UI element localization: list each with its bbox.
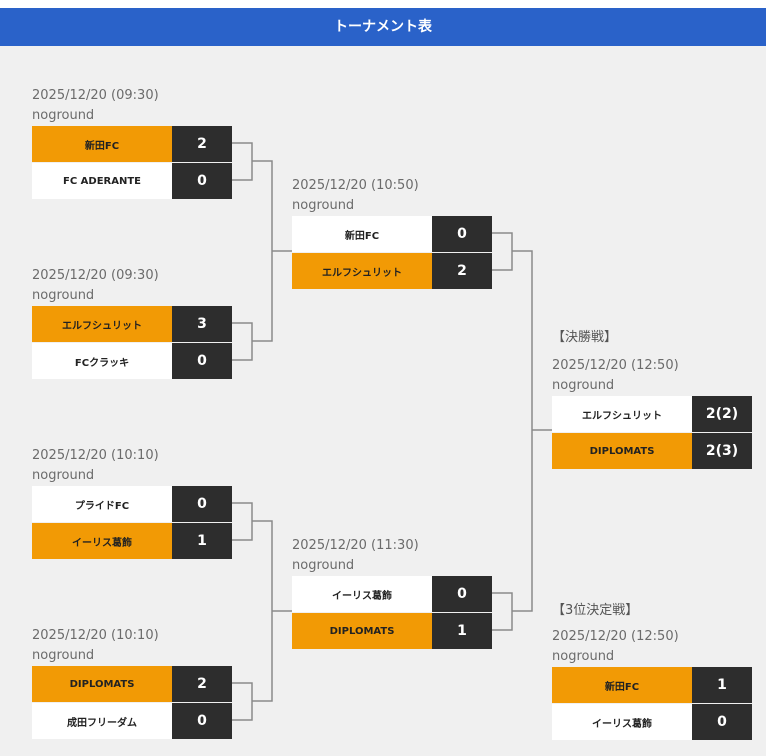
match-r1-2: 2025/12/20 (09:30) noground エルフシュリット 3 F… xyxy=(32,266,232,379)
team-score: 0 xyxy=(432,576,492,612)
match-venue: noground xyxy=(552,378,615,393)
match-venue: noground xyxy=(32,108,95,123)
match-datetime: 2025/12/20 (12:50) xyxy=(552,629,679,644)
team-score: 3 xyxy=(172,306,232,342)
match-final: 【決勝戦】 2025/12/20 (12:50) noground エルフシュリ… xyxy=(552,328,752,469)
match-venue: noground xyxy=(292,558,355,573)
connector-m4 xyxy=(232,682,253,721)
team-score: 1 xyxy=(692,667,752,703)
team-row[interactable]: 新田FC 1 xyxy=(552,667,752,703)
team-row[interactable]: イーリス葛飾 1 xyxy=(32,523,232,559)
top-band xyxy=(0,0,766,8)
team-score: 2 xyxy=(172,666,232,702)
team-score: 2 xyxy=(172,126,232,162)
match-venue: noground xyxy=(32,648,95,663)
team-score: 0 xyxy=(172,703,232,739)
team-row[interactable]: 新田FC 0 xyxy=(292,216,492,252)
match-venue: noground xyxy=(292,198,355,213)
match-datetime: 2025/12/20 (09:30) xyxy=(32,268,159,283)
connector-m3 xyxy=(232,502,253,541)
team-row[interactable]: プライドFC 0 xyxy=(32,486,232,522)
third-place-heading: 【3位決定戦】 xyxy=(552,603,639,618)
team-score: 1 xyxy=(172,523,232,559)
team-name[interactable]: FC ADERANTE xyxy=(32,163,172,199)
team-score: 1 xyxy=(432,613,492,649)
connector-m3-m4 xyxy=(252,520,273,702)
team-row[interactable]: エルフシュリット 2 xyxy=(292,253,492,289)
connector-sf2 xyxy=(492,592,513,631)
match-venue: noground xyxy=(32,468,95,483)
team-name[interactable]: イーリス葛飾 xyxy=(32,523,172,559)
match-r1-4: 2025/12/20 (10:10) noground DIPLOMATS 2 … xyxy=(32,626,232,739)
team-row[interactable]: DIPLOMATS 2 xyxy=(32,666,232,702)
team-name[interactable]: 新田FC xyxy=(32,126,172,162)
connector-m1 xyxy=(232,142,253,181)
team-score: 0 xyxy=(172,486,232,522)
match-r1-3: 2025/12/20 (10:10) noground プライドFC 0 イーリ… xyxy=(32,446,232,559)
match-semifinal-1: 2025/12/20 (10:50) noground 新田FC 0 エルフシュ… xyxy=(292,176,492,289)
match-datetime: 2025/12/20 (10:10) xyxy=(32,628,159,643)
final-heading: 【決勝戦】 xyxy=(552,330,618,345)
team-name[interactable]: FCクラッキ xyxy=(32,343,172,379)
team-row[interactable]: FC ADERANTE 0 xyxy=(32,163,232,199)
team-score: 0 xyxy=(172,343,232,379)
team-name[interactable]: エルフシュリット xyxy=(292,253,432,289)
team-name[interactable]: プライドFC xyxy=(32,486,172,522)
team-row[interactable]: エルフシュリット 3 xyxy=(32,306,232,342)
match-venue: noground xyxy=(552,649,615,664)
team-score: 0 xyxy=(172,163,232,199)
team-name[interactable]: イーリス葛飾 xyxy=(292,576,432,612)
team-score: 0 xyxy=(432,216,492,252)
team-score: 2(3) xyxy=(692,433,752,469)
connector-sf1-sf2 xyxy=(512,250,533,612)
team-row[interactable]: DIPLOMATS 1 xyxy=(292,613,492,649)
match-datetime: 2025/12/20 (10:50) xyxy=(292,178,419,193)
match-r1-1: 2025/12/20 (09:30) noground 新田FC 2 FC AD… xyxy=(32,86,232,199)
team-name[interactable]: DIPLOMATS xyxy=(32,666,172,702)
match-third-place: 【3位決定戦】 2025/12/20 (12:50) noground 新田FC… xyxy=(552,601,752,740)
team-score: 2(2) xyxy=(692,396,752,432)
team-row[interactable]: DIPLOMATS 2(3) xyxy=(552,433,752,469)
connector-m2 xyxy=(232,322,253,361)
page-title: トーナメント表 xyxy=(0,8,766,46)
team-row[interactable]: イーリス葛飾 0 xyxy=(292,576,492,612)
team-row[interactable]: FCクラッキ 0 xyxy=(32,343,232,379)
match-semifinal-2: 2025/12/20 (11:30) noground イーリス葛飾 0 DIP… xyxy=(292,536,492,649)
team-name[interactable]: エルフシュリット xyxy=(552,396,692,432)
connector-m1-m2 xyxy=(252,160,273,342)
connector-sf1 xyxy=(492,232,513,271)
team-name[interactable]: DIPLOMATS xyxy=(552,433,692,469)
match-venue: noground xyxy=(32,288,95,303)
team-name[interactable]: イーリス葛飾 xyxy=(552,704,692,740)
team-name[interactable]: 新田FC xyxy=(292,216,432,252)
match-datetime: 2025/12/20 (12:50) xyxy=(552,358,679,373)
match-datetime: 2025/12/20 (10:10) xyxy=(32,448,159,463)
team-row[interactable]: イーリス葛飾 0 xyxy=(552,704,752,740)
team-name[interactable]: エルフシュリット xyxy=(32,306,172,342)
team-score: 0 xyxy=(692,704,752,740)
team-name[interactable]: DIPLOMATS xyxy=(292,613,432,649)
match-datetime: 2025/12/20 (11:30) xyxy=(292,538,419,553)
team-name[interactable]: 新田FC xyxy=(552,667,692,703)
team-name[interactable]: 成田フリーダム xyxy=(32,703,172,739)
team-row[interactable]: エルフシュリット 2(2) xyxy=(552,396,752,432)
team-row[interactable]: 成田フリーダム 0 xyxy=(32,703,232,739)
match-datetime: 2025/12/20 (09:30) xyxy=(32,88,159,103)
team-row[interactable]: 新田FC 2 xyxy=(32,126,232,162)
team-score: 2 xyxy=(432,253,492,289)
